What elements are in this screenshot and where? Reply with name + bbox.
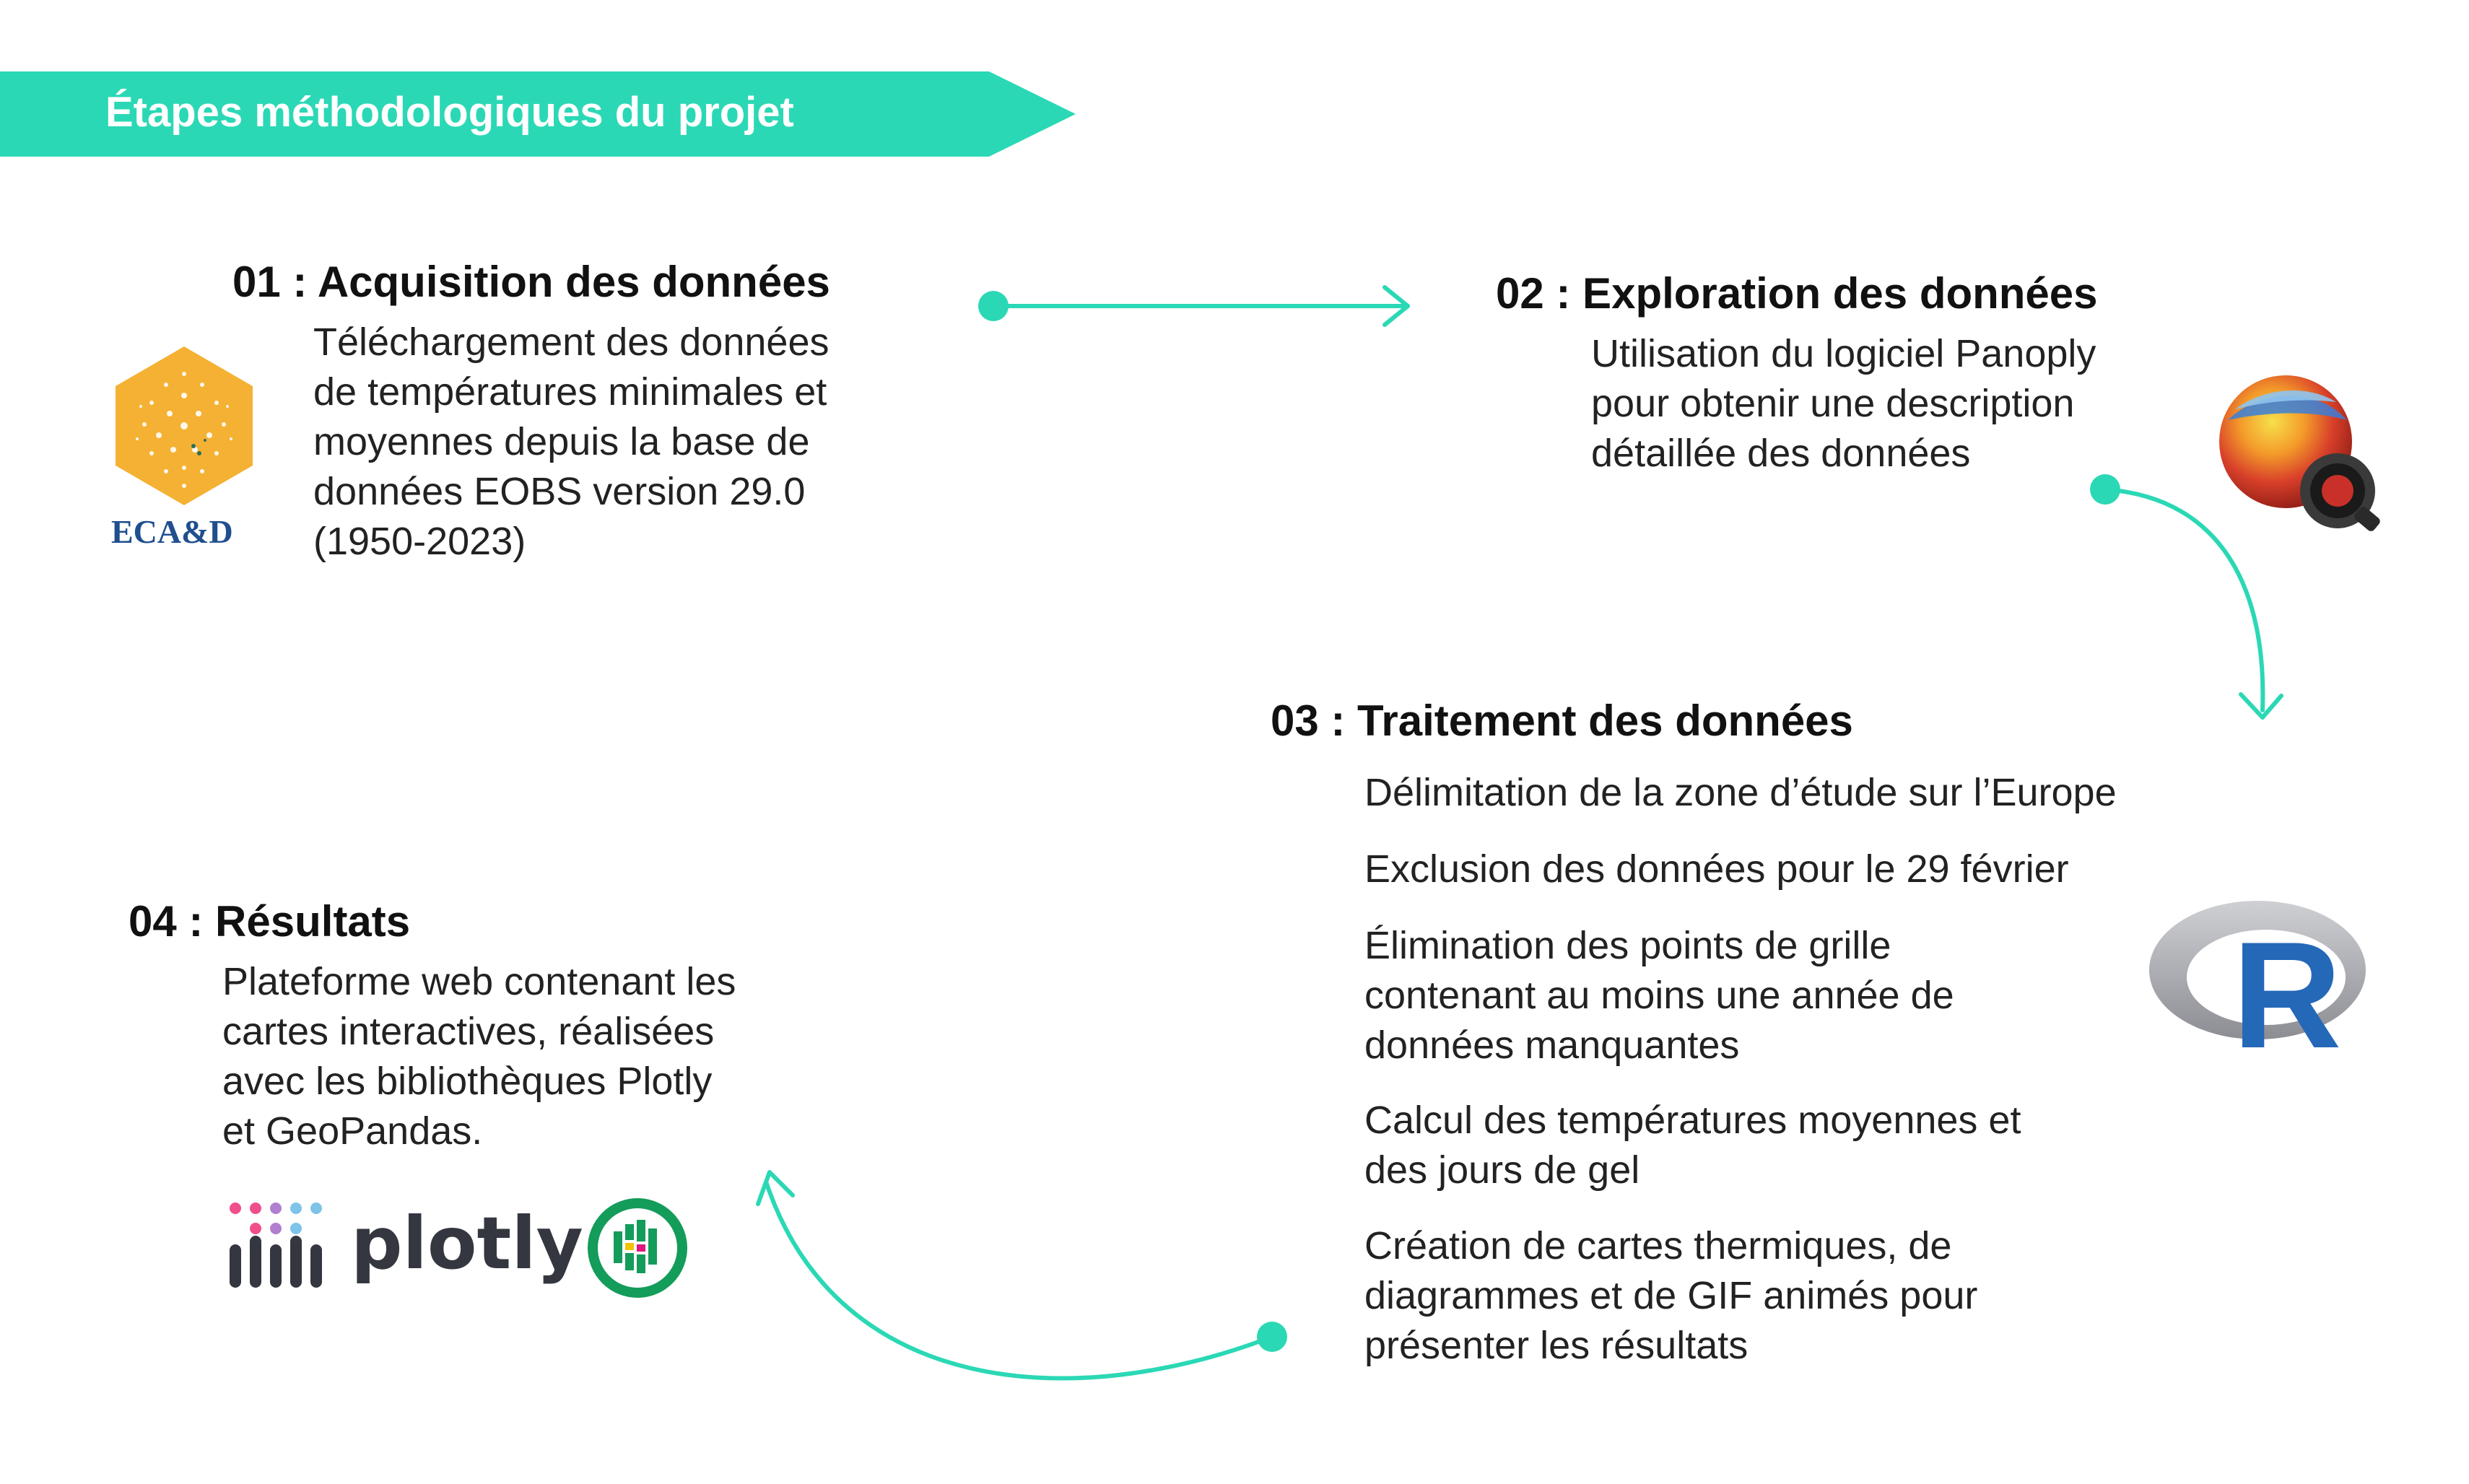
step2-line: détaillée des données: [1591, 432, 1971, 475]
panoply-logo-icon: [2213, 370, 2387, 540]
step3-item-line: des jours de gel: [1364, 1148, 1640, 1192]
step3-item-line: contenant au moins une année de: [1364, 974, 1954, 1017]
step3-item-line: diagrammes et de GIF animés pour: [1364, 1274, 1978, 1317]
step1-line: moyennes depuis la base de: [313, 420, 810, 463]
step3-item: Calcul des températures moyennes et des …: [1364, 1096, 2159, 1195]
step3-item: Exclusion des données pour le 29 février: [1364, 844, 2375, 894]
ecad-logo-text: ECA&D: [111, 513, 233, 550]
step2-line: pour obtenir une description: [1591, 382, 2075, 425]
step3-item: Délimitation de la zone d’étude sur l’Eu…: [1364, 768, 2375, 818]
step4-line: Plateforme web contenant les: [222, 960, 736, 1003]
step1-line: Téléchargement des données: [313, 320, 829, 364]
arrow-dot-step2: [2090, 474, 2120, 505]
step3-title: 03 : Traitement des données: [1271, 697, 1853, 745]
step3-item-line: présenter les résultats: [1364, 1324, 1749, 1367]
geopandas-logo-icon: [585, 1195, 690, 1301]
step3-item-line: Élimination des points de grille: [1364, 924, 1891, 967]
arrow-step3-to-step4: [756, 1170, 1274, 1381]
step3-item-line: Exclusion des données pour le 29 février: [1364, 847, 2069, 891]
arrow-step2-to-step3: [2103, 487, 2283, 720]
step4-title: 04 : Résultats: [129, 897, 411, 946]
arrow-dot-step3: [1257, 1322, 1287, 1352]
plotly-logo-icon: plotly: [228, 1201, 583, 1295]
plotly-logo-text: plotly: [351, 1201, 583, 1286]
header-banner: [0, 71, 1076, 157]
step1-line: (1950-2023): [313, 520, 526, 563]
step4-line: et GeoPandas.: [222, 1109, 483, 1153]
step3-item-line: Délimitation de la zone d’étude sur l’Eu…: [1364, 771, 2117, 814]
step4-line: avec les bibliothèques Plotly: [222, 1060, 713, 1103]
step4-description: Plateforme web contenant les cartes inte…: [222, 957, 872, 1156]
page-title: Étapes méthodologiques du projet: [105, 89, 794, 136]
step3-item: Création de cartes thermiques, de diagra…: [1364, 1221, 2159, 1371]
step3-item-line: données manquantes: [1364, 1023, 1740, 1067]
step3-item: Élimination des points de grille contena…: [1364, 921, 2159, 1070]
step1-line: données EOBS version 29.0: [313, 470, 806, 513]
step2-line: Utilisation du logiciel Panoply: [1591, 332, 2096, 375]
step4-line: cartes interactives, réalisées: [222, 1010, 715, 1053]
step3-item-line: Création de cartes thermiques, de: [1364, 1224, 1952, 1267]
arrow-dot-step1: [978, 291, 1009, 321]
step2-description: Utilisation du logiciel Panoply pour obt…: [1591, 329, 2226, 479]
step3-item-line: Calcul des températures moyennes et: [1364, 1099, 2021, 1142]
ecad-logo-icon: ECA&D: [108, 345, 260, 562]
arrow-step1-to-step2: [991, 285, 1410, 327]
r-logo-letter: R: [2232, 910, 2342, 1080]
step1-line: de températures minimales et: [313, 370, 827, 414]
r-logo-icon: R: [2147, 898, 2368, 1071]
step2-title: 02 : Exploration des données: [1496, 269, 2098, 318]
step1-description: Téléchargement des données de températur…: [313, 318, 949, 567]
step1-title: 01 : Acquisition des données: [232, 258, 830, 306]
